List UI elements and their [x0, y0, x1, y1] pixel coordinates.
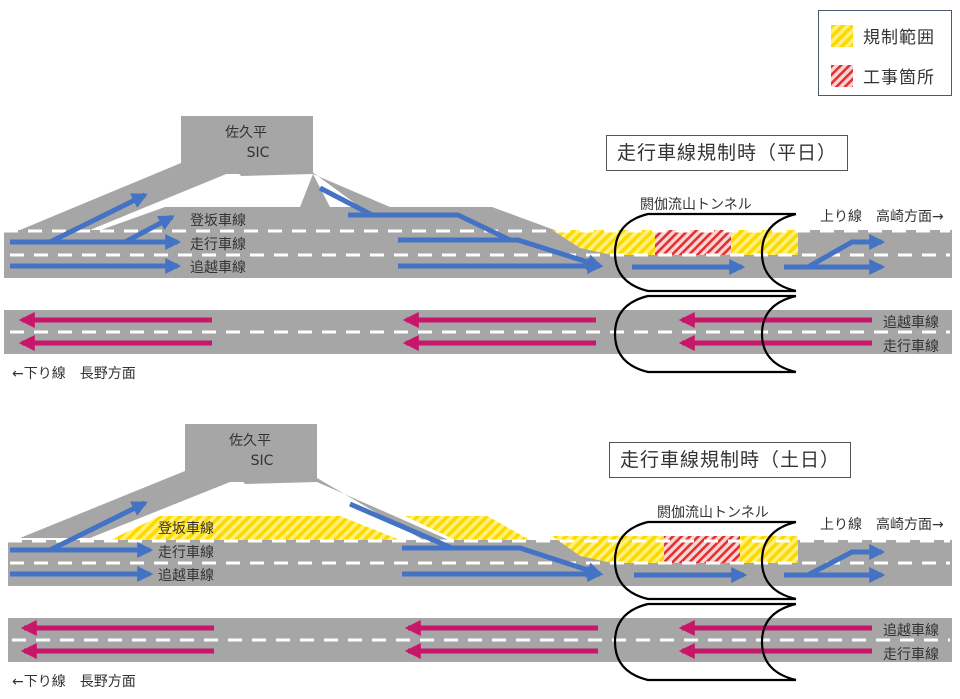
construction-swatch-icon [831, 64, 853, 87]
construction-zone [664, 536, 740, 563]
down-lane-label-passing: 追越車線 [883, 622, 939, 639]
lane-label-climbing: 登坂車線 [190, 212, 246, 229]
down-direction-label: ←下り線 長野方面 [12, 674, 136, 690]
tunnel-up-outline [613, 212, 796, 293]
tunnel-down-portal [760, 602, 797, 682]
tunnel-name: 閼伽流山トンネル [640, 197, 752, 213]
climbing-regulation-zone [405, 516, 530, 540]
up-arrow [349, 501, 604, 578]
interchange-sub: SIC [251, 453, 274, 469]
tunnel-name: 閼伽流山トンネル [657, 505, 769, 521]
legend-item-regulation: 規制範囲 [831, 23, 935, 48]
up-direction-label: 上り線 高崎方面→ [820, 208, 944, 225]
legend-item-construction: 工事箇所 [831, 63, 935, 88]
lane-label-climbing: 登坂車線 [158, 520, 214, 537]
construction-zone [655, 230, 731, 255]
up-arrow [806, 543, 886, 578]
on-ramp [20, 163, 236, 230]
interchange-name: 佐久平 [229, 433, 271, 449]
climbing-regulation-zone [110, 516, 400, 540]
down-lane-label-driving: 走行車線 [883, 338, 939, 355]
tunnel-up-portal [760, 520, 797, 601]
up-direction-label: 上り線 高崎方面→ [820, 516, 944, 533]
interchange-name: 佐久平 [225, 125, 267, 141]
tunnel-up-outline [613, 520, 796, 601]
legend: 規制範囲 工事箇所 [818, 10, 952, 96]
tunnel-up-portal [760, 212, 797, 293]
lane-label-driving: 走行車線 [190, 236, 246, 253]
legend-label: 工事箇所 [863, 68, 935, 88]
up-arrow [318, 185, 604, 270]
up-arrow [123, 214, 175, 245]
down-lane-label-passing: 追越車線 [883, 314, 939, 331]
lane-label-passing: 追越車線 [190, 259, 246, 276]
lane-label-passing: 追越車線 [158, 567, 214, 584]
legend-label: 規制範囲 [863, 28, 935, 48]
interchange-sub: SIC [247, 145, 270, 161]
diagram-title-weekday: 走行車線規制時（平日） [606, 135, 848, 171]
tunnel-down-outline [613, 294, 796, 374]
down-lane-label-driving: 走行車線 [883, 646, 939, 663]
diagram-weekend: 佐久平 SIC 登坂車線 走行車線 追越車線 閼伽流山トンネル 上り線 高崎方面… [8, 424, 952, 690]
regulation-swatch-icon [831, 24, 853, 47]
tunnel-down-outline [613, 602, 796, 682]
lane-label-driving: 走行車線 [158, 544, 214, 561]
diagram-title-weekend: 走行車線規制時（土日） [609, 442, 851, 478]
up-arrow [806, 233, 886, 270]
down-direction-label: ←下り線 長野方面 [12, 366, 136, 382]
tunnel-down-portal [760, 294, 797, 374]
diagram-weekday: 佐久平 SIC 登坂車線 走行車線 追越車線 閼伽流山トンネル 上り線 高崎方面… [4, 116, 952, 382]
